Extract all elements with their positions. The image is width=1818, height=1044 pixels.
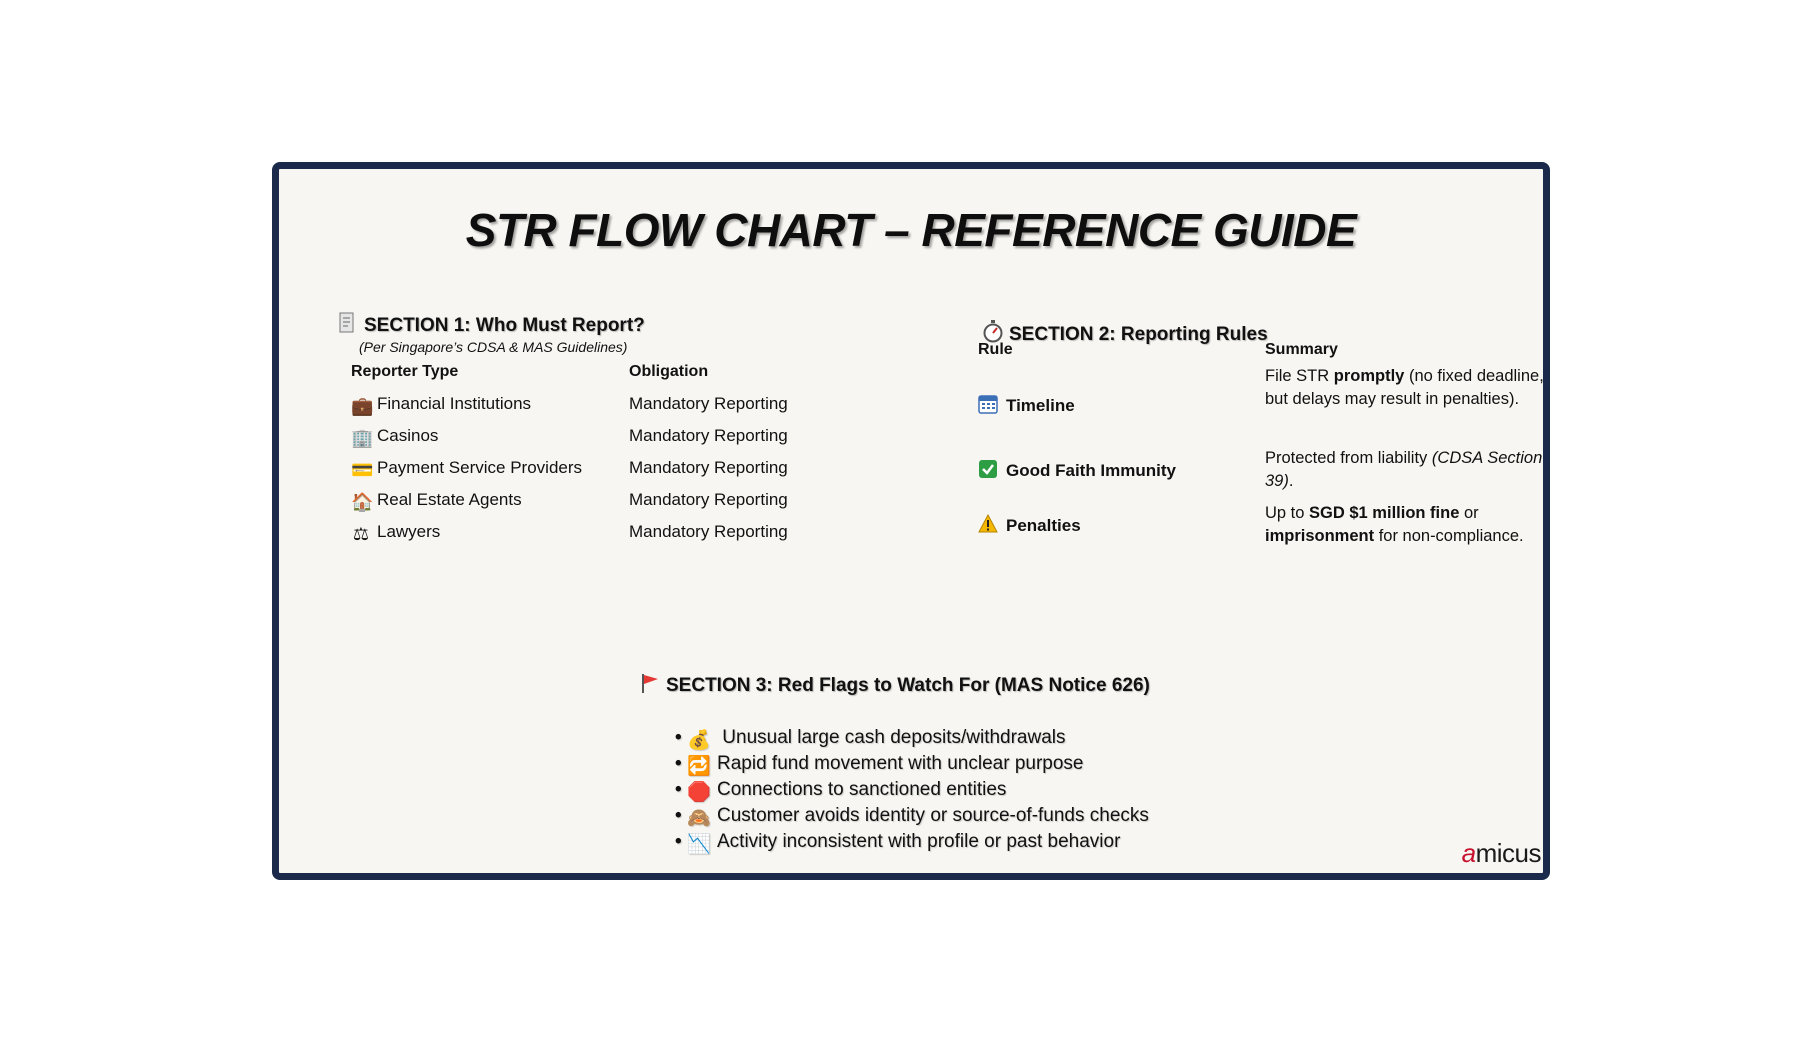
reporter-label: Real Estate Agents <box>377 490 522 509</box>
reporter-row-casinos: 🏢Casinos <box>351 426 438 449</box>
list-item: •📉 Activity inconsistent with profile or … <box>675 831 1149 857</box>
section1-subtitle: (Per Singapore’s CDSA & MAS Guidelines) <box>359 339 628 355</box>
warning-icon <box>978 513 998 534</box>
check-box-icon <box>978 459 998 479</box>
rule-summary-penalties: Up to SGD $1 million fine or imprisonmen… <box>1265 502 1545 548</box>
flag-text: Rapid fund movement with unclear purpose <box>717 753 1084 774</box>
scales-icon: ⚖ <box>352 524 370 545</box>
reporter-label: Payment Service Providers <box>377 458 583 477</box>
obligation-cell: Mandatory Reporting <box>629 458 788 477</box>
page-title: STR FLOW CHART – REFERENCE GUIDE <box>465 204 1357 256</box>
rule-name-text: Timeline <box>1006 396 1075 415</box>
section2-heading-text: SECTION 2: Reporting Rules <box>1009 324 1268 345</box>
receipt-icon <box>337 312 357 333</box>
reporter-label: Lawyers <box>377 522 441 541</box>
chart-decreasing-icon: 📉 <box>687 833 711 855</box>
flag-text: Connections to sanctioned entities <box>717 779 1007 800</box>
col-header-reporter-type: Reporter Type <box>351 363 459 380</box>
reporter-row-lawyers: ⚖ Lawyers <box>351 522 440 545</box>
list-item: •🛑 Connections to sanctioned entities <box>675 779 1149 805</box>
rule-summary-good-faith-immunity: Protected from liability (CDSA Section 3… <box>1265 447 1545 493</box>
section3-heading-text: SECTION 3: Red Flags to Watch For (MAS N… <box>666 675 1150 696</box>
reporter-label: Casinos <box>377 426 439 445</box>
bullet: • <box>675 753 682 774</box>
bullet: • <box>675 727 682 748</box>
reporter-row-payment-service-providers: 💳Payment Service Providers <box>351 458 582 481</box>
obligation-cell: Mandatory Reporting <box>629 522 788 541</box>
section2-heading: SECTION 2: Reporting Rules <box>982 319 1268 346</box>
repeat-arrows-icon: 🔁 <box>687 755 711 777</box>
summary-fragment: or <box>1459 504 1479 522</box>
list-item: •🔁 Rapid fund movement with unclear purpo… <box>675 753 1149 779</box>
rule-name-text: Good Faith Immunity <box>1006 461 1176 480</box>
rule-good-faith-immunity: Good Faith Immunity <box>978 459 1176 481</box>
obligation-cell: Mandatory Reporting <box>629 394 788 413</box>
reporter-row-financial-institutions: 💼Financial Institutions <box>351 394 531 417</box>
summary-fragment: Protected from liability <box>1265 449 1432 467</box>
summary-fragment: (CDSA Section 39) <box>1265 449 1543 490</box>
list-item: •🙈 Customer avoids identity or source-of-… <box>675 805 1149 831</box>
section3-heading: SECTION 3: Red Flags to Watch For (MAS N… <box>639 672 1150 697</box>
summary-fragment: . <box>1288 472 1294 490</box>
obligation-cell: Mandatory Reporting <box>629 490 788 509</box>
bullet: • <box>675 805 682 826</box>
list-item: •💰 Unusual large cash deposits/withdrawa… <box>675 727 1149 753</box>
rule-penalties: Penalties <box>978 513 1081 536</box>
stop-sign-icon: 🛑 <box>687 781 711 803</box>
summary-fragment: for non-compliance. <box>1374 527 1524 545</box>
bullet: • <box>675 831 682 852</box>
bullet: • <box>675 779 682 800</box>
reporter-label: Financial Institutions <box>377 394 532 413</box>
reporter-row-real-estate-agents: 🏠Real Estate Agents <box>351 490 522 513</box>
rule-name-text: Penalties <box>1006 516 1081 535</box>
see-no-evil-monkey-icon: 🙈 <box>687 807 711 829</box>
col-header-rule: Rule <box>978 341 1013 358</box>
col-header-summary: Summary <box>1265 341 1338 358</box>
red-flags-list: •💰 Unusual large cash deposits/withdrawa… <box>675 727 1149 857</box>
house-icon: 🏠 <box>351 492 374 513</box>
rule-timeline: Timeline <box>978 394 1075 416</box>
summary-fragment: File STR <box>1265 367 1334 385</box>
credit-card-icon: 💳 <box>351 460 374 481</box>
briefcase-icon: 💼 <box>351 396 374 417</box>
summary-fragment: SGD $1 million fine <box>1309 504 1460 522</box>
obligation-cell: Mandatory Reporting <box>629 426 788 445</box>
calendar-icon <box>978 394 998 414</box>
section1-heading-text: SECTION 1: Who Must Report? <box>364 315 645 336</box>
flag-text: Activity inconsistent with profile or pa… <box>717 831 1121 852</box>
col-header-obligation: Obligation <box>629 363 709 380</box>
summary-fragment: Up to <box>1265 504 1310 522</box>
summary-fragment: (no fixed deadline, but delays may resul… <box>1265 367 1544 408</box>
stopwatch-icon <box>982 319 1003 343</box>
red-flag-icon <box>639 672 659 693</box>
amicus-logo: amicus <box>1461 838 1542 868</box>
flag-text: Unusual large cash deposits/withdrawals <box>717 727 1066 748</box>
summary-fragment: imprisonment <box>1265 527 1375 545</box>
flag-text: Customer avoids identity or source-of-fu… <box>717 805 1149 826</box>
building-icon: 🏢 <box>351 428 374 449</box>
reference-guide-slide: STR FLOW CHART – REFERENCE GUIDE SECTION… <box>272 162 1550 880</box>
rule-summary-timeline: File STR promptly (no fixed deadline, bu… <box>1265 365 1545 411</box>
section1-heading: SECTION 1: Who Must Report? <box>337 312 645 337</box>
money-bag-icon: 💰 <box>687 729 711 751</box>
summary-fragment: promptly <box>1333 367 1405 385</box>
